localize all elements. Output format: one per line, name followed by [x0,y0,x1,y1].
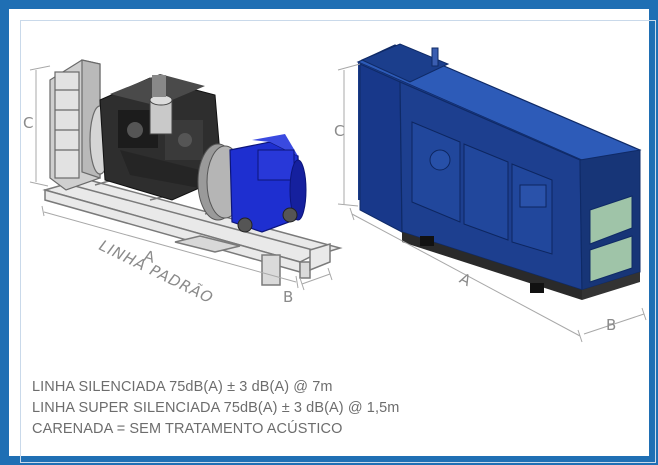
radiator [49,59,111,191]
enclosed-generator-illustration [356,43,642,300]
end-vents [589,195,633,283]
right-dim-b-label: B [606,316,616,334]
note-super-silenced-line: LINHA SUPER SILENCIADA 75dB(A) ± 3 dB(A)… [32,400,400,416]
exhaust-box [360,43,450,83]
canopy-doors [411,121,553,255]
left-dimension-lines [29,65,333,291]
note-canopy-line: CARENADA = SEM TRATAMENTO ACÚSTICO [32,421,343,437]
note-silenced-line: LINHA SILENCIADA 75dB(A) ± 3 dB(A) @ 7m [32,379,333,395]
inner-border [20,20,656,463]
alternator [229,134,307,233]
right-dimension-lines [337,63,647,343]
diesel-engine [99,74,223,201]
left-dim-b-label: B [283,288,293,306]
right-dim-a-label: A [457,269,475,290]
left-dim-c-label: C [23,114,33,132]
open-generator-illustration [42,59,343,286]
right-dim-c-label: C [334,122,344,140]
noise-level-notes: LINHA SILENCIADA 75dB(A) ± 3 dB(A) @ 7m … [32,377,399,440]
